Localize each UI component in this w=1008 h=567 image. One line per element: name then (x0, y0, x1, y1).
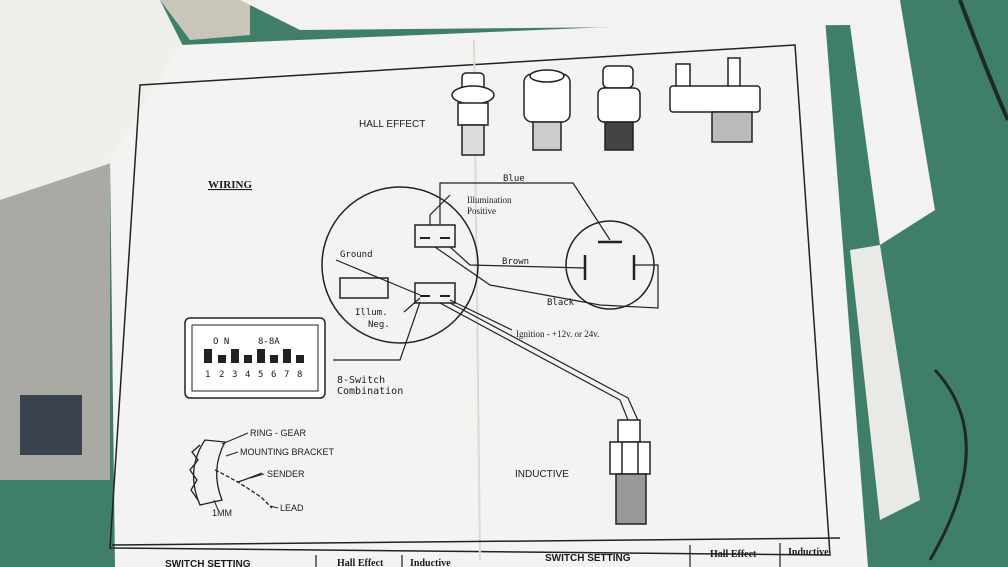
switch-combination-line1: 8-Switch (337, 375, 385, 386)
label-gap-1mm: 1MM (212, 508, 232, 518)
table-right-switch-setting: SWITCH SETTING (545, 553, 631, 564)
wire-label-illum-line2: Neg. (368, 320, 390, 330)
hall-sensor-4-icon (669, 57, 761, 143)
hall-sensor-1-icon (451, 72, 495, 156)
wire-label-blue: Blue (503, 174, 525, 184)
illumination-label-line2: Positive (467, 206, 496, 216)
instruction-sheet (110, 18, 868, 567)
dip-model-label: 8-8A (258, 337, 280, 347)
dip-number: 7 (284, 370, 289, 380)
dip-switch-outer (184, 317, 326, 399)
switch-combination-line2: Combination (337, 386, 403, 397)
dip-number: 8 (297, 370, 302, 380)
ring-gear-icon (189, 439, 273, 509)
table-right-hall-effect: Hall Effect (710, 549, 757, 560)
dip-on-label: O N (213, 337, 229, 347)
label-lead: LEAD (280, 503, 304, 513)
dip-number: 6 (271, 370, 276, 380)
dip-number: 5 (258, 370, 263, 380)
wire-label-brown: Brown (502, 257, 529, 267)
hall-effect-label: HALL EFFECT (359, 119, 425, 130)
table-left-switch-setting: SWITCH SETTING (165, 559, 251, 567)
background-cable (928, 368, 968, 561)
dip-number: 2 (219, 370, 224, 380)
dip-switch-levers (204, 349, 304, 363)
background-box (160, 0, 250, 40)
wire-label-illum-line1: Illum. (355, 308, 388, 318)
sheet-border (109, 44, 831, 556)
background-keyboard (20, 395, 82, 455)
dip-switch-inner (191, 324, 319, 392)
dip-number: 4 (245, 370, 250, 380)
table-right-inductive: Inductive (788, 547, 829, 558)
dip-number: 1 (205, 370, 210, 380)
background-paper-edge (850, 245, 920, 520)
illumination-label-line1: Illumination (467, 195, 512, 205)
hall-sensor-2-icon (523, 69, 571, 151)
background-cable-top (958, 0, 1008, 121)
table-left-hall-effect: Hall Effect (337, 558, 384, 567)
wire-label-black: Black (547, 298, 575, 308)
dip-switch-numbers: 1 2 3 4 5 6 7 8 (205, 370, 302, 380)
table-left-inductive: Inductive (410, 558, 451, 567)
background-paper-right (240, 0, 935, 245)
gauge-label-box (339, 277, 389, 299)
label-ring-gear: RING - GEAR (250, 428, 307, 438)
wiring-heading: WIRING (208, 179, 252, 191)
label-sender: SENDER (267, 469, 305, 479)
hall-sensor-3-icon (597, 65, 641, 151)
inductive-sender-icon (609, 419, 651, 525)
wiring-lines (333, 182, 659, 426)
inductive-label: INDUCTIVE (515, 469, 569, 480)
wire-label-ground: Ground (340, 250, 373, 260)
dip-number: 3 (232, 370, 237, 380)
table-top-rule (111, 537, 841, 546)
ignition-label: Ignition - +12v. or 24v. (516, 329, 599, 339)
label-mounting-bracket: MOUNTING BRACKET (240, 447, 335, 457)
sender-leader-lines (213, 432, 279, 511)
terminal-pins (420, 237, 450, 297)
